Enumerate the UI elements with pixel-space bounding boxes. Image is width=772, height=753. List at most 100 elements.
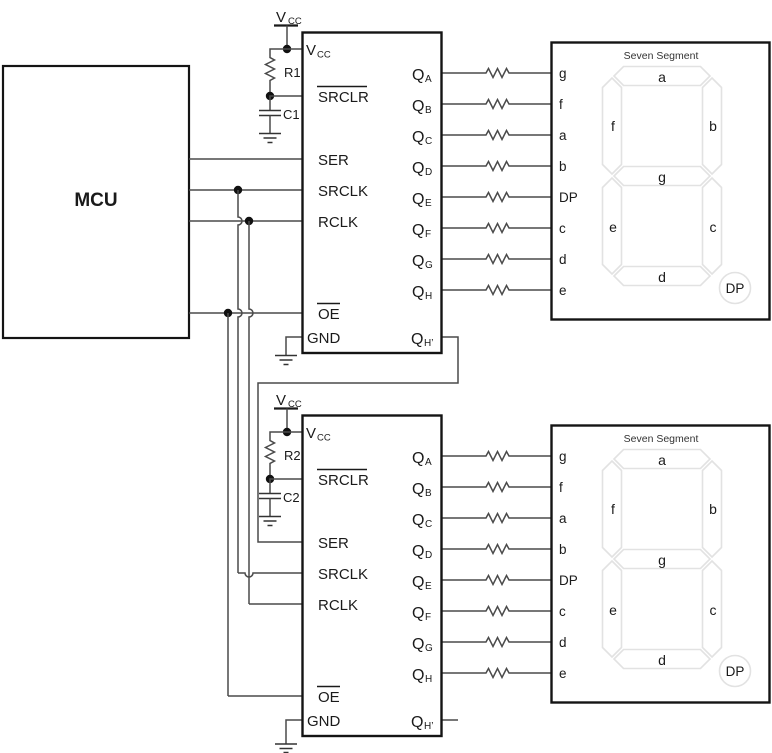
sr1-pin-qg-sub: G: [425, 260, 433, 271]
display1-pin-a: a: [559, 128, 567, 143]
display2-pin-dp: DP: [559, 573, 578, 588]
sr1-pin-vcc-sub: CC: [317, 50, 331, 61]
wire-cascade-qhprime-to-ser2: [257, 336, 459, 543]
segment-d-1: [612, 265, 712, 287]
sr1-pin-qb: Q: [412, 98, 424, 115]
seg-label-dp-1: DP: [726, 281, 745, 296]
sr1-pin-qb-sub: B: [425, 105, 432, 116]
wire-qd2: [441, 542, 552, 556]
seg-label-b-2: b: [709, 501, 717, 517]
sr2-pin-qa: Q: [412, 450, 424, 467]
bus-srclk-vertical: [237, 190, 243, 573]
display1-pin-e: e: [559, 283, 567, 298]
sr2-pin-ser: SER: [318, 535, 349, 552]
segment-b-1: [701, 76, 723, 176]
gnd-2: [275, 719, 303, 753]
capacitor-c2: [259, 492, 281, 500]
sr1-pin-srclk: SRCLK: [318, 183, 368, 200]
sr2-pin-qc-sub: C: [425, 519, 432, 530]
sr2-pin-qb: Q: [412, 481, 424, 498]
sr2-pin-vcc: V: [306, 425, 316, 442]
wire-qg2: [441, 635, 552, 649]
wire-srclr2: [269, 478, 303, 494]
sr2-pin-rclk: RCLK: [318, 597, 358, 614]
segment-a-1: [612, 65, 712, 87]
vcc-rail-2: V CC: [274, 392, 302, 437]
segment-g-2: [612, 548, 712, 570]
segment-b-2: [701, 459, 723, 559]
wire-qa1: [441, 66, 552, 80]
sr1-pin-qa: Q: [412, 67, 424, 84]
display2-pin-b: b: [559, 542, 567, 557]
segment-g-1: [612, 165, 712, 187]
display2-pin-f: f: [559, 480, 563, 495]
sr2-pin-qg-sub: G: [425, 643, 433, 654]
display1-pin-b: b: [559, 159, 567, 174]
seg-label-c-1: c: [710, 219, 717, 235]
sr2-pin-qa-sub: A: [425, 457, 432, 468]
ground-symbol-3: [259, 515, 281, 527]
wire-srclr1: [269, 95, 303, 111]
vcc-rail-label-1: V: [276, 9, 286, 26]
sr2-pin-gnd: GND: [307, 713, 341, 730]
sr2-pin-qb-sub: B: [425, 488, 432, 499]
display2-pin-c: c: [559, 604, 566, 619]
sr1-pin-ser: SER: [318, 152, 349, 169]
vcc-rail-sub-1: CC: [288, 16, 302, 27]
ground-symbol-2: [275, 354, 297, 366]
rc-network-2: R2 C2: [259, 431, 303, 527]
sr1-pin-oe: OE: [318, 306, 340, 323]
sr2-outline: [301, 414, 443, 738]
sr2-pin-qc: Q: [412, 512, 424, 529]
sr2-pin-qhp-sub: H’: [424, 721, 433, 732]
sr1-pin-qh-sub: H: [425, 291, 432, 302]
display1-pin-dp: DP: [559, 190, 578, 205]
sr2-pin-qh: Q: [412, 667, 424, 684]
sr1-pin-qc: Q: [412, 129, 424, 146]
segment-dp-circle-1: [718, 271, 752, 305]
display1-pin-c: c: [559, 221, 566, 236]
sr2-pin-qd-sub: D: [425, 550, 432, 561]
ground-symbol-1: [259, 132, 281, 144]
wire-qe1: [441, 190, 552, 204]
output-resistors-2: [441, 449, 552, 680]
sr1-pin-gnd: GND: [307, 330, 341, 347]
wire-qe2: [441, 573, 552, 587]
resistor-r2: [263, 431, 303, 479]
display2-pin-g: g: [559, 449, 567, 464]
sr1-pin-qa-sub: A: [425, 74, 432, 85]
segment-a-2: [612, 448, 712, 470]
sr1-pin-qe: Q: [412, 191, 424, 208]
sr2-pin-qf-sub: F: [425, 612, 431, 623]
wire-qb1: [441, 97, 552, 111]
wire-qh1: [441, 283, 552, 297]
segment-d-2: [612, 648, 712, 670]
display2-pin-e: e: [559, 666, 567, 681]
seg-label-a-1: a: [658, 69, 666, 85]
seg-label-e-1: e: [609, 219, 617, 235]
sr1-pin-qh: Q: [412, 284, 424, 301]
gnd1-lead: [285, 336, 303, 356]
sr2-pin-qh-sub: H: [425, 674, 432, 685]
sr2-pin-oe: OE: [318, 689, 340, 706]
seg-label-g-1: g: [658, 169, 666, 185]
sr2-pin-vcc-sub: CC: [317, 433, 331, 444]
seven-segment-1: Seven Segment g f a b DP c d e a f b g e…: [550, 41, 771, 321]
mcu-label: MCU: [74, 190, 117, 211]
sr2-pin-qg: Q: [412, 636, 424, 653]
wire-qg1: [441, 252, 552, 266]
seg-label-d-2: d: [658, 652, 666, 668]
segment-f-2: [601, 459, 623, 559]
display2-pin-a: a: [559, 511, 567, 526]
mcu-block: MCU: [1, 64, 191, 340]
seg-label-d-1: d: [658, 269, 666, 285]
seg-label-e-2: e: [609, 602, 617, 618]
sr1-pin-qd: Q: [412, 160, 424, 177]
mcu-outline: [1, 64, 191, 340]
segment-e-1: [601, 176, 623, 276]
ground-symbol-4: [275, 743, 297, 753]
sr1-pin-qd-sub: D: [425, 167, 432, 178]
segment-c-2: [701, 559, 723, 659]
